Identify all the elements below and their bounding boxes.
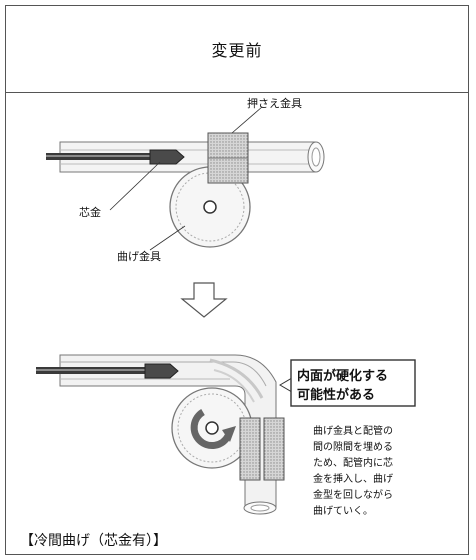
down-arrow [180,282,228,318]
holder-block [207,132,249,184]
straight-pipe [59,141,325,173]
note-line: 金型を回しながら [313,490,393,501]
bending-die-label: 曲げ金具 [117,250,161,263]
bending-die-rotated [171,387,253,469]
holder-leader [231,106,263,134]
header-title: 変更前 [211,41,263,60]
mandrel-label: 芯金 [79,206,101,219]
mandrel-leader [109,161,161,211]
callout-line-1: 内面が硬化する [297,369,389,384]
callout-line-2: 可能性がある [297,388,376,403]
header-cell: 変更前 [6,6,468,93]
mandrel-rod-bent [36,363,179,379]
note-line: ため、配管内に芯 [313,458,393,469]
holder-label: 押さえ金具 [247,97,302,110]
callout-box [279,359,416,407]
note-line: 金を挿入し、曲げ [313,474,393,485]
mandrel-rod [46,149,185,165]
caption: 【冷間曲げ（芯金有）】 [20,533,167,549]
holder-blocks-bent [239,417,285,481]
note-line: 間の隙間を埋める [313,442,393,453]
note-line: 曲げ金具と配管の [313,426,393,437]
note-line: 曲げていく。 [313,506,373,517]
die-leader [149,225,186,251]
diagram-frame: 変更前 [5,5,469,555]
note-text: 曲げ金具と配管の 間の隙間を埋める ため、配管内に芯 金を挿入し、曲げ 金型を回… [313,424,393,520]
